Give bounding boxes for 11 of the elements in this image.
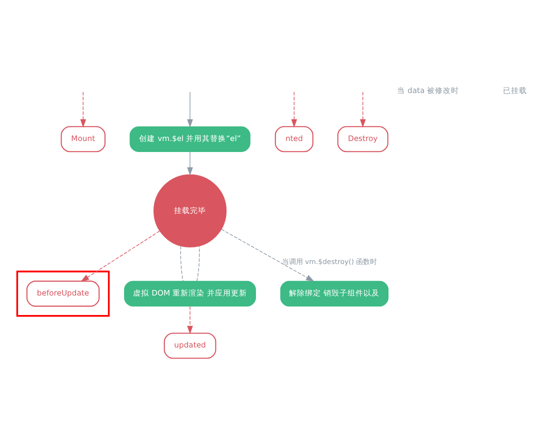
- arrow: [80, 92, 86, 128]
- arrow: [291, 92, 298, 128]
- arrow: [221, 228, 314, 282]
- arrow: [80, 230, 160, 282]
- arrow: [360, 92, 366, 128]
- arrow: [187, 306, 193, 334]
- arrow: [187, 151, 193, 176]
- connector: [180, 246, 184, 282]
- arrow: [187, 92, 193, 128]
- connector: [196, 246, 200, 282]
- cluster: [16, 270, 110, 317]
